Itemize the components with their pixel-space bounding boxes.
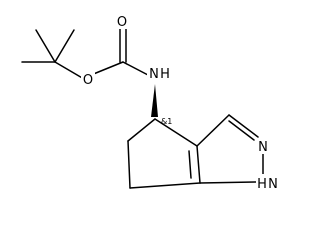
- bond-c5-c6: [127, 140, 131, 189]
- bond-methyl-top-right: [54, 29, 75, 63]
- stereo-wedge-bond: [151, 84, 158, 117]
- pyrazole-n1-mask: [256, 174, 284, 191]
- bond-carbonyl-carbon-nitrogen: [122, 61, 149, 76]
- bond-c6-c6a: [129, 182, 201, 189]
- bond-methyl-top-left: [35, 29, 56, 63]
- stereo-descriptor-label: &1: [161, 117, 172, 126]
- ester-oxygen-label: O: [83, 73, 93, 88]
- carbonyl-oxygen-label: O: [117, 15, 127, 30]
- pyrazole-n2-mask: [256, 138, 270, 154]
- pyrazole-n1-label: N: [268, 177, 278, 192]
- bond-c3a-c3: [196, 114, 230, 147]
- pyrazole-n2-label: N: [258, 140, 268, 155]
- amine-hydrogen-label: H: [160, 67, 170, 82]
- carbonyl-oxygen-mask: [115, 13, 129, 29]
- chemical-structure: O O N H &1 N H N: [21, 13, 284, 192]
- bond-c4-c5: [127, 118, 156, 142]
- bond-c3-n2-b: [228, 120, 255, 141]
- amine-nitrogen-mask: [147, 64, 171, 82]
- bond-n1-c6a: [199, 181, 257, 184]
- ester-oxygen-mask: [81, 71, 95, 87]
- bond-c3a-c4: [154, 118, 198, 147]
- bond-quaternary-carbon-oxygen: [54, 61, 85, 80]
- bond-c3-n2-a: [228, 114, 259, 138]
- bond-c3a-c6a-inner: [188, 150, 192, 179]
- bond-c3a-c6a: [196, 145, 201, 184]
- pyrazole-n1-hydrogen-label: H: [257, 177, 267, 192]
- amine-nitrogen-label: N: [149, 67, 159, 82]
- bond-ester-oxygen-carbonyl-carbon: [90, 61, 124, 76]
